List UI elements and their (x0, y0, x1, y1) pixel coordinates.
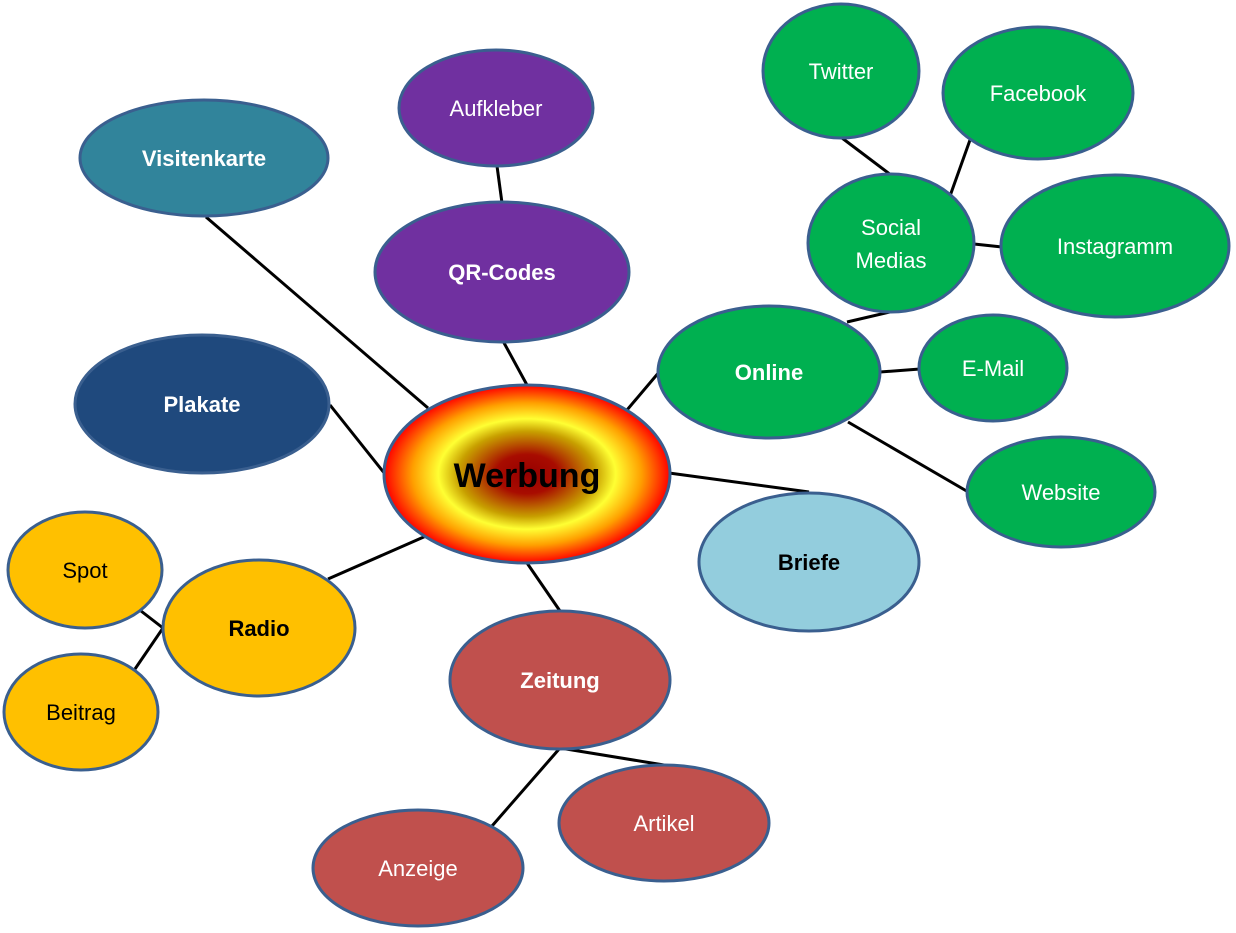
edge-zeitung-anzeige (490, 747, 562, 827)
node-website[interactable]: Website (965, 435, 1157, 549)
node-artikel[interactable]: Artikel (557, 763, 771, 883)
node-social-medias-shape (806, 172, 976, 314)
node-spot-shape (6, 510, 164, 630)
edge-werbung-visitenkarte (205, 215, 429, 410)
node-zeitung-shape (448, 609, 672, 751)
node-aufkleber-shape (397, 48, 595, 168)
node-facebook[interactable]: Facebook (941, 25, 1135, 161)
node-qr-codes[interactable]: QR-Codes (373, 200, 631, 344)
node-zeitung-label: Zeitung (520, 668, 599, 693)
node-briefe[interactable]: Briefe (697, 491, 921, 633)
node-aufkleber-label: Aufkleber (450, 96, 543, 121)
node-qr-codes-label: QR-Codes (448, 260, 556, 285)
node-twitter-shape (761, 2, 921, 140)
node-radio-shape (161, 558, 357, 698)
node-radio-label: Radio (228, 616, 289, 641)
node-e-mail[interactable]: E-Mail (917, 313, 1069, 423)
node-online-label: Online (735, 360, 803, 385)
node-werbung-shape (382, 383, 672, 565)
node-spot[interactable]: Spot (6, 510, 164, 630)
node-radio[interactable]: Radio (161, 558, 357, 698)
edge-werbung-briefe (668, 471, 810, 494)
node-beitrag-shape (2, 652, 160, 772)
node-anzeige[interactable]: Anzeige (311, 808, 525, 928)
edge-social-facebook (948, 139, 972, 197)
edge-online-social (846, 310, 891, 324)
node-instagramm[interactable]: Instagramm (999, 173, 1231, 319)
node-beitrag-label: Beitrag (46, 700, 116, 725)
node-twitter-label: Twitter (809, 59, 874, 84)
node-anzeige-label: Anzeige (378, 856, 458, 881)
node-artikel-shape (557, 763, 771, 883)
edge-werbung-qr (501, 340, 529, 386)
edge-werbung-plakate (328, 404, 387, 475)
edge-social-twitter (841, 136, 892, 177)
edge-online-email (879, 367, 921, 374)
node-social-medias-label-line2: Medias (856, 248, 927, 273)
node-qr-codes-shape (373, 200, 631, 344)
node-beitrag[interactable]: Beitrag (2, 652, 160, 772)
node-instagramm-shape (999, 173, 1231, 319)
node-plakate-shape (73, 333, 331, 475)
node-visitenkarte-shape (78, 98, 330, 218)
node-instagramm-label: Instagramm (1057, 234, 1173, 259)
node-online[interactable]: Online (656, 304, 882, 440)
node-spot-label: Spot (62, 558, 107, 583)
node-anzeige-shape (311, 808, 525, 928)
node-werbung-label: Werbung (454, 457, 601, 495)
edge-werbung-radio (327, 534, 427, 581)
node-twitter[interactable]: Twitter (761, 2, 921, 140)
node-briefe-label: Briefe (778, 550, 840, 575)
node-plakate[interactable]: Plakate (73, 333, 331, 475)
node-briefe-shape (697, 491, 921, 633)
edge-radio-spot (140, 609, 164, 630)
edge-zeitung-artikel (559, 746, 665, 767)
node-facebook-label: Facebook (990, 81, 1088, 106)
node-e-mail-label: E-Mail (962, 356, 1024, 381)
connector-lines (133, 136, 1003, 827)
edge-qr-aufkleber (495, 165, 504, 204)
edge-werbung-online (625, 370, 662, 411)
node-artikel-label: Artikel (633, 811, 694, 836)
node-social-medias[interactable]: Social Medias (806, 172, 976, 314)
node-aufkleber[interactable]: Aufkleber (397, 48, 595, 168)
node-website-shape (965, 435, 1157, 549)
node-online-shape (656, 304, 882, 440)
edge-radio-beitrag (133, 627, 165, 670)
node-website-label: Website (1021, 480, 1100, 505)
node-facebook-shape (941, 25, 1135, 161)
node-visitenkarte-label: Visitenkarte (142, 146, 266, 171)
node-e-mail-shape (917, 313, 1069, 423)
node-plakate-label: Plakate (163, 392, 240, 417)
edge-werbung-zeitung (525, 562, 562, 612)
node-visitenkarte[interactable]: Visitenkarte (78, 98, 330, 218)
node-social-medias-label-line1: Social (861, 215, 921, 240)
node-zeitung[interactable]: Zeitung (448, 609, 672, 751)
edge-online-website (847, 420, 971, 495)
edge-social-instagramm (973, 242, 1003, 249)
node-werbung-center[interactable]: Werbung (382, 383, 672, 565)
